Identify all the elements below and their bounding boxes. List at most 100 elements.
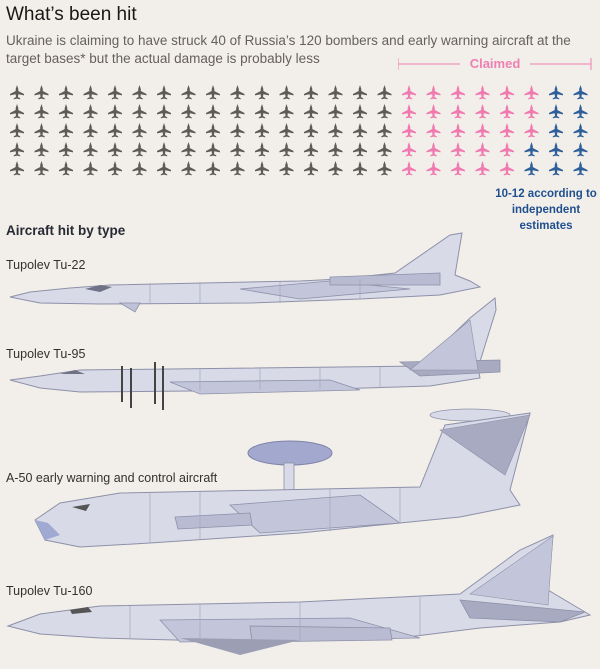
- aircraft-pictogram-base: [279, 142, 294, 157]
- aircraft-pictogram-base: [83, 104, 98, 119]
- aircraft-pictogram-claimed: [451, 161, 465, 176]
- aircraft-pictogram-claimed: [475, 142, 490, 157]
- aircraft-pictogram-base: [304, 161, 318, 176]
- aircraft-pictogram-base: [132, 161, 147, 176]
- aircraft-pictogram-base: [34, 123, 49, 138]
- aircraft-pictogram-claimed: [426, 161, 441, 176]
- aircraft-pictogram-claimed: [451, 142, 465, 157]
- section-title: Aircraft hit by type: [6, 223, 126, 238]
- aircraft-pictogram-base: [59, 161, 73, 176]
- aircraft-pictogram-claimed: [451, 123, 465, 138]
- claimed-label: Claimed: [469, 56, 521, 71]
- aircraft-pictogram-base: [279, 161, 294, 176]
- aircraft-pictogram-base: [206, 161, 220, 176]
- aircraft-pictogram-base: [83, 142, 98, 157]
- aircraft-pictogram-base: [279, 85, 294, 100]
- page-subtitle: Ukraine is claiming to have struck 40 of…: [6, 33, 571, 66]
- aircraft-label-a-50: A-50 early warning and control aircraft: [6, 471, 218, 485]
- aircraft-pictogram-estimate: [573, 161, 588, 176]
- aircraft-pictogram-base: [181, 142, 196, 157]
- aircraft-pictogram-base: [377, 123, 392, 138]
- aircraft-pictogram-base: [230, 142, 245, 157]
- aircraft-pictogram-base: [108, 123, 122, 138]
- aircraft-pictogram-base: [10, 161, 24, 176]
- aircraft-pictogram-base: [353, 104, 367, 119]
- aircraft-pictogram-claimed: [451, 85, 465, 100]
- aircraft-pictogram-base: [304, 142, 318, 157]
- aircraft-pictogram-estimate: [549, 104, 563, 119]
- aircraft-pictogram-base: [108, 85, 122, 100]
- aircraft-pictogram-estimate: [573, 123, 588, 138]
- aircraft-pictogram-base: [255, 85, 269, 100]
- aircraft-pictogram-base: [108, 161, 122, 176]
- aircraft-pictogram-estimate: [549, 123, 563, 138]
- aircraft-pictogram-base: [353, 85, 367, 100]
- aircraft-pictogram-base: [328, 104, 343, 119]
- independent-estimate-note: 10-12 according to independent estimates: [495, 188, 597, 232]
- aircraft-pictogram-claimed: [500, 123, 514, 138]
- aircraft-pictogram-base: [59, 142, 73, 157]
- aircraft-pictogram-claimed: [402, 104, 416, 119]
- aircraft-pictogram-base: [255, 123, 269, 138]
- aircraft-pictogram-base: [181, 104, 196, 119]
- aircraft-pictogram-base: [34, 142, 49, 157]
- aircraft-pictogram-claimed: [475, 123, 490, 138]
- aircraft-pictogram-claimed: [402, 142, 416, 157]
- aircraft-pictogram-claimed: [500, 142, 514, 157]
- aircraft-pictogram-base: [328, 85, 343, 100]
- aircraft-pictogram-estimate: [524, 161, 539, 176]
- aircraft-pictogram-base: [304, 123, 318, 138]
- aircraft-pictogram-base: [377, 85, 392, 100]
- aircraft-pictogram-claimed: [500, 104, 514, 119]
- aircraft-pictogram-claimed: [426, 142, 441, 157]
- aircraft-pictogram-base: [353, 161, 367, 176]
- aircraft-pictogram-claimed: [402, 85, 416, 100]
- aircraft-pictogram-base: [328, 142, 343, 157]
- aircraft-pictogram-claimed: [475, 161, 490, 176]
- aircraft-pictogram-base: [255, 161, 269, 176]
- aircraft-pictogram-base: [353, 142, 367, 157]
- aircraft-label-tu-95: Tupolev Tu-95: [6, 347, 86, 361]
- aircraft-pictogram-base: [10, 85, 24, 100]
- aircraft-pictogram-base: [328, 161, 343, 176]
- aircraft-pictogram-base: [132, 85, 147, 100]
- aircraft-pictogram-base: [255, 142, 269, 157]
- aircraft-pictogram-base: [157, 123, 171, 138]
- a-50-illustration: [34, 408, 531, 548]
- aircraft-pictogram-base: [230, 123, 245, 138]
- aircraft-pictogram-base: [230, 85, 245, 100]
- aircraft-pictogram-base: [279, 123, 294, 138]
- page-title: What’s been hit: [6, 4, 137, 25]
- aircraft-pictogram-claimed: [524, 123, 539, 138]
- aircraft-pictogram-estimate: [524, 142, 539, 157]
- aircraft-pictogram-claimed: [426, 85, 441, 100]
- claimed-bracket: Claimed: [398, 56, 592, 72]
- aircraft-pictogram-claimed: [500, 85, 514, 100]
- aircraft-pictogram-base: [206, 85, 220, 100]
- aircraft-pictogram-base: [377, 161, 392, 176]
- aircraft-pictogram-base: [279, 104, 294, 119]
- aircraft-pictogram-base: [10, 123, 24, 138]
- aircraft-pictogram-base: [132, 104, 147, 119]
- aircraft-pictogram-base: [59, 85, 73, 100]
- aircraft-pictogram-estimate: [549, 85, 563, 100]
- aircraft-pictogram-base: [34, 161, 49, 176]
- aircraft-pictogram-claimed: [402, 123, 416, 138]
- aircraft-pictogram-base: [83, 123, 98, 138]
- aircraft-pictogram-base: [34, 104, 49, 119]
- aircraft-pictogram-base: [255, 104, 269, 119]
- aircraft-pictogram-base: [108, 142, 122, 157]
- aircraft-pictogram-base: [206, 142, 220, 157]
- aircraft-pictogram-claimed: [524, 104, 539, 119]
- aircraft-pictogram-claimed: [475, 85, 490, 100]
- aircraft-pictogram-estimate: [549, 161, 563, 176]
- aircraft-pictogram-estimate: [573, 142, 588, 157]
- aircraft-label-tu-160: Tupolev Tu-160: [6, 584, 93, 598]
- aircraft-pictogram-base: [181, 85, 196, 100]
- aircraft-pictogram-base: [181, 123, 196, 138]
- aircraft-pictogram-base: [83, 85, 98, 100]
- aircraft-pictogram-base: [10, 104, 24, 119]
- aircraft-pictogram-estimate: [573, 85, 588, 100]
- tu-22-illustration: [9, 232, 482, 313]
- aircraft-pictogram-base: [304, 104, 318, 119]
